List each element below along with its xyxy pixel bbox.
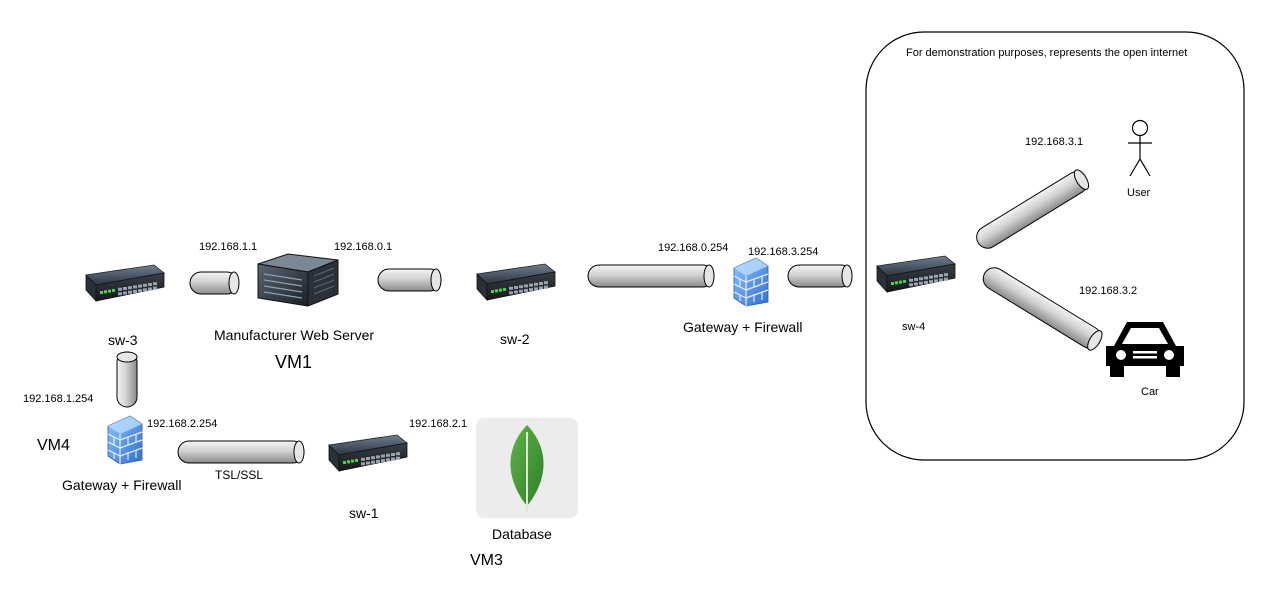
link-gateway4-sw1 [177, 440, 305, 464]
link-sw3-server [189, 271, 240, 295]
gateway-inner-ip: 192.168.0.254 [658, 242, 729, 254]
gateway-label: Gateway + Firewall [683, 319, 803, 335]
sw-3-switch-icon [85, 264, 165, 302]
database-label: Database [492, 526, 552, 542]
vm4-firewall-icon [107, 415, 143, 465]
link-sw4-user [976, 169, 1090, 249]
gateway-firewall-icon [733, 257, 769, 307]
tls-link-label: TSL/SSL [215, 468, 264, 482]
server-left-ip: 192.168.1.1 [199, 241, 258, 253]
sw-1-switch-icon [328, 434, 408, 472]
user-icon [1128, 119, 1152, 177]
sw-1-label: sw-1 [349, 505, 379, 521]
link-sw4-car [982, 267, 1103, 351]
vm3-label: VM3 [470, 552, 503, 569]
sw-3-label: sw-3 [108, 332, 138, 348]
car-icon [1106, 322, 1184, 377]
user-label: User [1127, 187, 1151, 199]
sw-4-switch-icon [876, 255, 956, 293]
gateway4-top-ip: 192.168.1.254 [23, 393, 94, 405]
internet-zone-caption: For demonstration purposes, represents t… [906, 47, 1188, 59]
car-label: Car [1141, 386, 1159, 398]
database-icon [476, 418, 578, 518]
server-icon [257, 253, 339, 307]
database-ip: 192.168.2.1 [409, 418, 468, 430]
gateway-outer-ip: 192.168.3.254 [748, 246, 819, 258]
sw-2-label: sw-2 [500, 331, 530, 347]
link-sw3-gateway4 [116, 351, 138, 408]
server-right-ip: 192.168.0.1 [334, 241, 393, 253]
vm1-label: VM1 [275, 352, 313, 372]
link-server-sw2 [377, 268, 442, 292]
vm4-label: VM4 [37, 437, 70, 454]
gateway4-right-ip: 192.168.2.254 [147, 418, 218, 430]
sw-4-label: sw-4 [902, 321, 926, 333]
internet-zone-boundary [865, 31, 1245, 461]
gateway4-label: Gateway + Firewall [62, 477, 182, 493]
link-gateway-sw4 [787, 264, 853, 288]
user-ip: 192.168.3.1 [1025, 136, 1084, 148]
link-sw2-gateway [587, 264, 715, 288]
car-ip: 192.168.3.2 [1079, 285, 1138, 297]
web-server-label: Manufacturer Web Server [214, 327, 375, 343]
sw-2-switch-icon [476, 263, 556, 301]
